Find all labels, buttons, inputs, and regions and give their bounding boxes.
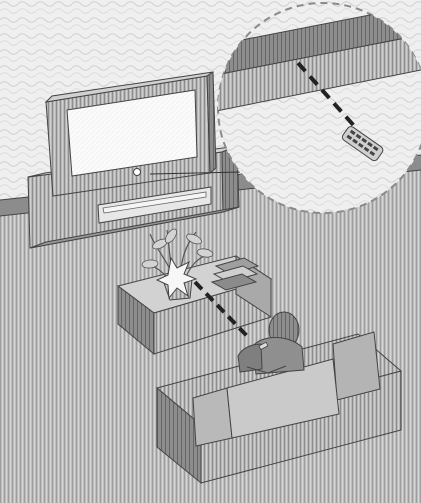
- tv-sensor-icon: [134, 169, 141, 176]
